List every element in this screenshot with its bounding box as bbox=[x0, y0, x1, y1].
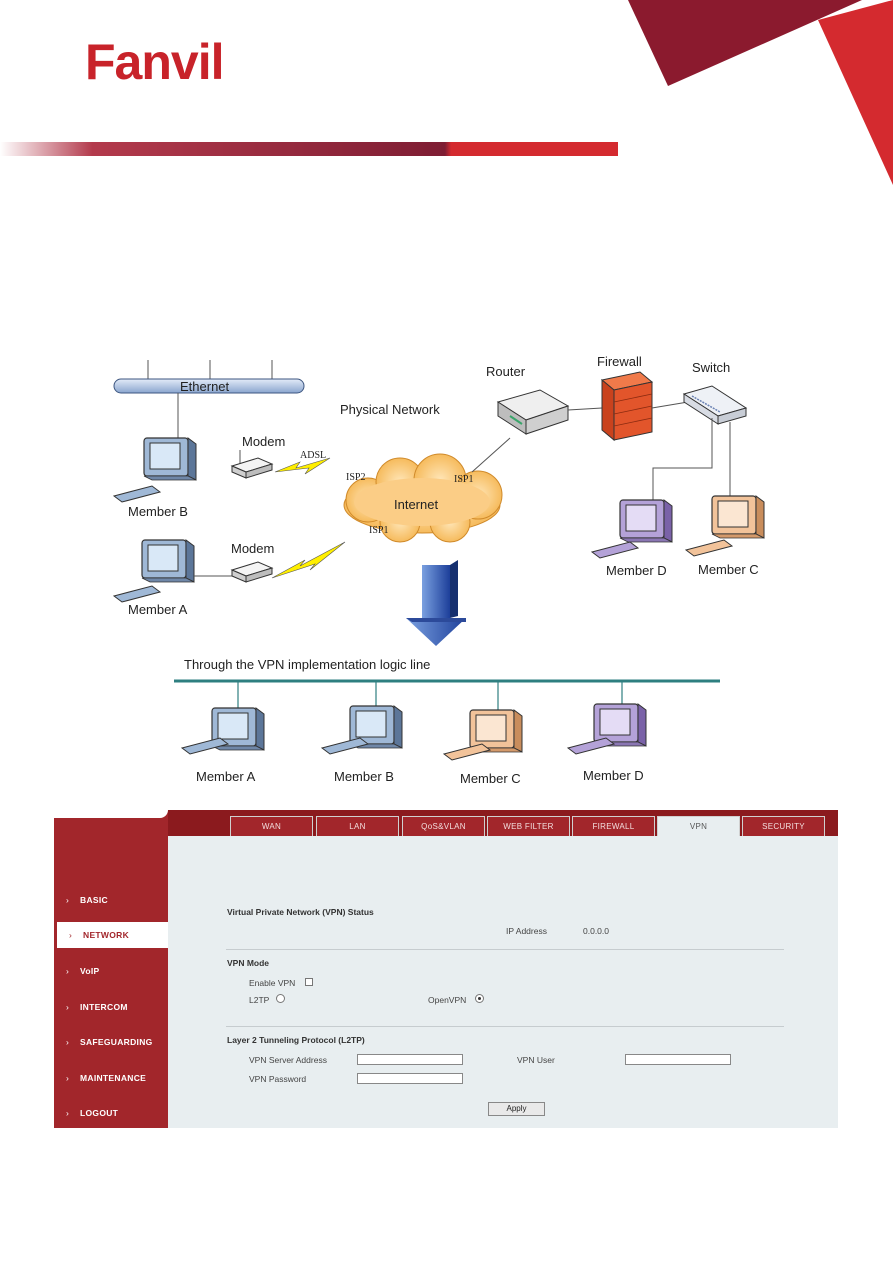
router-label: Router bbox=[486, 364, 526, 379]
vpn-mode-heading: VPN Mode bbox=[227, 958, 270, 968]
vpn-settings-screenshot: WAN LAN QoS&VLAN WEB FILTER FIREWALL VPN… bbox=[54, 810, 838, 1128]
bottom-member-c-label: Member C bbox=[460, 771, 521, 786]
modem-top-label: Modem bbox=[242, 434, 285, 449]
header-stripe bbox=[0, 142, 618, 156]
corner-decoration bbox=[628, 0, 893, 185]
bottom-member-b-label: Member B bbox=[334, 769, 394, 784]
vpn-line-label: Through the VPN implementation logic lin… bbox=[184, 657, 430, 672]
tab-wan[interactable]: WAN bbox=[230, 816, 313, 836]
vpn-status-heading: Virtual Private Network (VPN) Status bbox=[227, 907, 374, 917]
ethernet-label: Ethernet bbox=[180, 379, 230, 394]
tab-firewall[interactable]: FIREWALL bbox=[572, 816, 655, 836]
member-b-label: Member B bbox=[128, 504, 188, 519]
vpn-server-address-label: VPN Server Address bbox=[249, 1055, 327, 1065]
l2tp-radio[interactable] bbox=[276, 994, 285, 1003]
isp1-right-label: ISP1 bbox=[454, 474, 473, 485]
fanvil-logo: Fanvil bbox=[85, 35, 224, 87]
chevron-right-icon: › bbox=[66, 895, 70, 905]
isp2-label: ISP2 bbox=[346, 472, 365, 483]
switch-device bbox=[682, 385, 748, 425]
sidebar-item-intercom[interactable]: ›INTERCOM bbox=[54, 994, 168, 1020]
router-device bbox=[496, 389, 570, 435]
divider bbox=[226, 1026, 784, 1027]
ip-address-value: 0.0.0.0 bbox=[583, 926, 609, 936]
member-a-label: Member A bbox=[128, 602, 188, 617]
tab-vpn[interactable]: VPN bbox=[657, 816, 740, 836]
isp1-left-label: ISP1 bbox=[369, 525, 388, 536]
switch-label: Switch bbox=[692, 360, 730, 375]
ip-address-label: IP Address bbox=[506, 926, 547, 936]
internet-label: Internet bbox=[394, 497, 438, 512]
sidebar bbox=[54, 810, 168, 1128]
bottom-member-a-label: Member A bbox=[196, 769, 256, 784]
down-arrow-icon bbox=[406, 560, 466, 646]
physical-network-label: Physical Network bbox=[340, 402, 440, 417]
l2tp-heading: Layer 2 Tunneling Protocol (L2TP) bbox=[227, 1035, 365, 1045]
l2tp-label: L2TP bbox=[249, 995, 270, 1005]
tab-security[interactable]: SECURITY bbox=[742, 816, 825, 836]
chevron-right-icon: › bbox=[66, 1073, 70, 1083]
bottom-member-d-label: Member D bbox=[583, 768, 644, 783]
tab-web-filter[interactable]: WEB FILTER bbox=[487, 816, 570, 836]
openvpn-radio[interactable] bbox=[475, 994, 484, 1003]
firewall-label: Firewall bbox=[597, 354, 642, 369]
sidebar-item-basic[interactable]: ›BASIC bbox=[54, 887, 168, 913]
sidebar-item-network[interactable]: ›NETWORK bbox=[57, 922, 168, 948]
svg-text:Fanvil: Fanvil bbox=[85, 35, 223, 87]
chevron-right-icon: › bbox=[66, 1108, 70, 1118]
openvpn-label: OpenVPN bbox=[428, 995, 467, 1005]
tab-lan[interactable]: LAN bbox=[316, 816, 399, 836]
chevron-right-icon: › bbox=[66, 1002, 70, 1012]
vpn-user-label: VPN User bbox=[517, 1055, 555, 1065]
vpn-server-address-input[interactable] bbox=[357, 1054, 463, 1065]
adsl-label: ADSL bbox=[300, 450, 326, 461]
sidebar-item-maintenance[interactable]: ›MAINTENANCE bbox=[54, 1065, 168, 1091]
sidebar-item-safeguarding[interactable]: ›SAFEGUARDING bbox=[54, 1029, 168, 1055]
member-c-label: Member C bbox=[698, 562, 759, 577]
internet-cloud bbox=[343, 453, 503, 543]
chevron-right-icon: › bbox=[66, 966, 70, 976]
sidebar-item-voip[interactable]: ›VoIP bbox=[54, 958, 168, 984]
chevron-right-icon: › bbox=[69, 930, 73, 940]
apply-button[interactable]: Apply bbox=[488, 1102, 545, 1116]
enable-vpn-label: Enable VPN bbox=[249, 978, 296, 988]
vpn-user-input[interactable] bbox=[625, 1054, 731, 1065]
divider bbox=[226, 949, 784, 950]
firewall-device bbox=[600, 371, 654, 442]
modem-bottom-label: Modem bbox=[231, 541, 274, 556]
tab-qos-vlan[interactable]: QoS&VLAN bbox=[402, 816, 485, 836]
member-d-label: Member D bbox=[606, 563, 667, 578]
chevron-right-icon: › bbox=[66, 1037, 70, 1047]
vpn-password-label: VPN Password bbox=[249, 1074, 307, 1084]
enable-vpn-checkbox[interactable] bbox=[305, 978, 313, 986]
vpn-password-input[interactable] bbox=[357, 1073, 463, 1084]
vpn-network-diagram: Ethernet Member B Modem ADSL Member A Mo… bbox=[113, 354, 765, 786]
sidebar-item-logout[interactable]: ›LOGOUT bbox=[54, 1100, 168, 1126]
